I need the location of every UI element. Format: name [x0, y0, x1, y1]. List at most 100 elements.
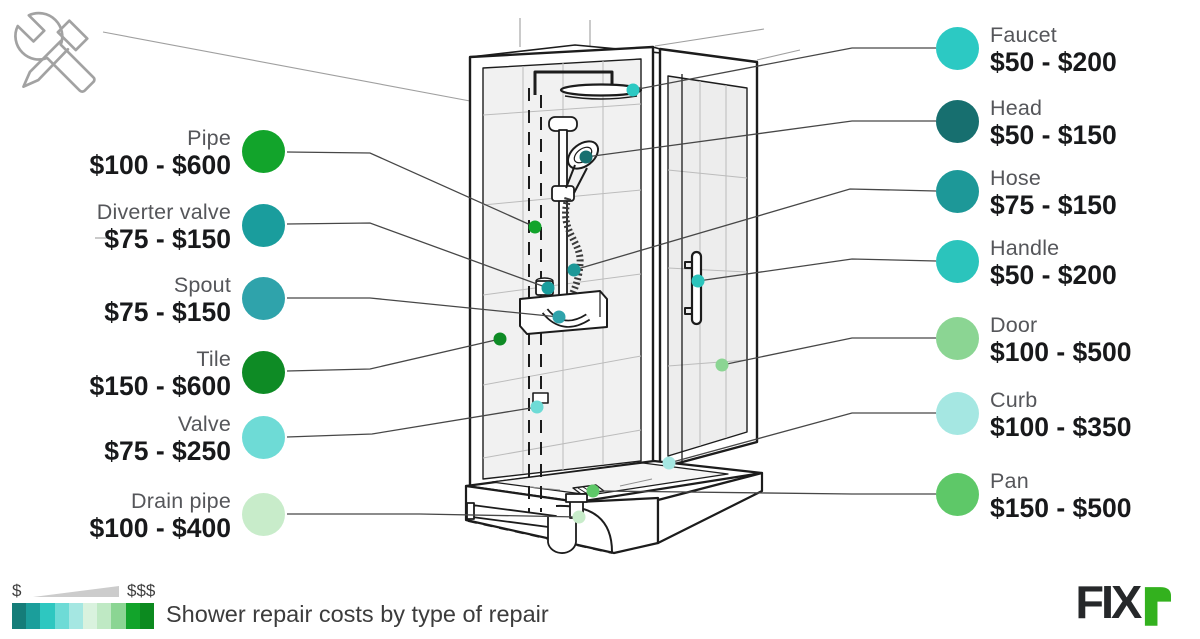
- cost-item: Drain pipe $100 - $400: [18, 485, 285, 543]
- item-label: Valve: [177, 412, 231, 437]
- marker-dot: [572, 510, 586, 524]
- item-color-circle: [936, 169, 979, 213]
- item-label: Drain pipe: [131, 489, 231, 514]
- item-label: Tile: [196, 347, 231, 372]
- marker-dot: [662, 456, 676, 470]
- item-color-circle: [936, 99, 979, 143]
- leader-line: [287, 297, 560, 318]
- legend-swatch: [54, 603, 69, 629]
- item-color-circle: [242, 203, 285, 247]
- item-price: $100 - $500: [990, 337, 1132, 368]
- p-trap: [466, 493, 588, 554]
- item-color-circle: [936, 391, 979, 435]
- legend-swatch: [12, 603, 27, 629]
- fixr-logo: FIX: [1075, 576, 1171, 628]
- base-skirt-right: [656, 471, 764, 545]
- item-color-circle: [242, 350, 285, 394]
- rain-shower-head: [559, 83, 643, 97]
- legend-swatch: [139, 603, 155, 629]
- marker-dot: [586, 484, 600, 498]
- cost-item: Pan $150 - $500: [936, 465, 1198, 523]
- cost-item: Faucet $50 - $200: [936, 19, 1198, 77]
- item-color-circle: [242, 129, 285, 173]
- item-color-circle: [936, 26, 979, 70]
- leader-line: [721, 337, 936, 366]
- cost-item: Handle $50 - $200: [936, 232, 1198, 290]
- leader-line: [668, 412, 936, 464]
- item-label: Pipe: [187, 126, 231, 151]
- leader-line: [632, 47, 936, 91]
- door-handle: [690, 250, 703, 326]
- item-label: Curb: [990, 388, 1038, 413]
- door-glass: [667, 75, 748, 457]
- cost-item: Spout $75 - $150: [18, 269, 285, 327]
- item-label: Spout: [173, 273, 231, 298]
- marker-dot: [626, 83, 640, 97]
- item-color-circle: [936, 239, 979, 283]
- cost-item: Head $50 - $150: [936, 92, 1198, 150]
- item-color-circle: [242, 492, 285, 536]
- marker-dot: [552, 310, 566, 324]
- legend-swatch: [97, 603, 112, 629]
- slide-rail: [558, 129, 568, 303]
- leader-line: [573, 188, 937, 271]
- legend-swatch: [68, 603, 84, 629]
- leader-line: [697, 258, 937, 282]
- leader-lines-and-markers: [286, 47, 937, 524]
- item-price: $100 - $400: [89, 513, 231, 544]
- marker-dot: [530, 400, 544, 414]
- item-color-circle: [936, 316, 979, 360]
- leader-line: [585, 120, 936, 158]
- cost-item: Valve $75 - $250: [18, 408, 285, 466]
- pan-floor: [491, 462, 729, 496]
- leader-line: [600, 490, 936, 495]
- item-price: $50 - $150: [990, 120, 1117, 151]
- item-price: $75 - $150: [104, 297, 231, 328]
- marker-dot: [541, 281, 555, 295]
- marker-dot: [528, 220, 542, 234]
- cost-item: Hose $75 - $150: [936, 162, 1198, 220]
- leader-line: [286, 222, 549, 289]
- item-price: $100 - $350: [990, 412, 1132, 443]
- legend-swatch: [26, 603, 41, 629]
- item-price: $150 - $500: [990, 493, 1132, 524]
- legend-swatch: [125, 603, 140, 629]
- chart-caption: Shower repair costs by type of repair: [166, 601, 549, 627]
- item-label: Hose: [990, 166, 1041, 191]
- shower-arm: [533, 70, 614, 95]
- cost-item: Curb $100 - $350: [936, 384, 1198, 442]
- legend-max-label: $$$: [127, 581, 156, 600]
- marker-dot: [567, 263, 581, 277]
- item-label: Pan: [990, 469, 1029, 494]
- leader-line: [286, 151, 536, 228]
- base-arch: [555, 504, 613, 553]
- item-price: $75 - $150: [104, 224, 231, 255]
- item-price: $50 - $200: [990, 260, 1117, 291]
- item-label: Door: [990, 313, 1038, 338]
- item-color-circle: [936, 472, 979, 516]
- logo-text: FIX: [1075, 576, 1142, 628]
- item-price: $50 - $200: [990, 47, 1117, 78]
- marker-dot: [493, 332, 507, 346]
- legend-swatch: [83, 603, 98, 629]
- cost-item: Door $100 - $500: [936, 309, 1198, 367]
- item-price: $75 - $250: [104, 436, 231, 467]
- item-price: $150 - $600: [89, 371, 231, 402]
- logo-r-icon: [1144, 587, 1171, 626]
- marker-dot: [579, 150, 593, 164]
- legend-min-label: $: [12, 581, 22, 600]
- item-price: $100 - $600: [89, 150, 231, 181]
- cost-item: Tile $150 - $600: [18, 343, 285, 401]
- item-label: Diverter valve: [96, 200, 231, 225]
- marker-dot: [691, 274, 705, 288]
- leader-line: [286, 338, 501, 372]
- tools-icon: [14, 11, 96, 93]
- item-color-circle: [242, 415, 285, 459]
- item-price: $75 - $150: [990, 190, 1117, 221]
- item-color-circle: [242, 276, 285, 320]
- legend-swatch: [40, 603, 55, 629]
- legend-color-scale: [12, 603, 155, 629]
- legend-swatch: [111, 603, 126, 629]
- item-label: Handle: [990, 236, 1060, 261]
- room-perspective-lines: [95, 18, 801, 239]
